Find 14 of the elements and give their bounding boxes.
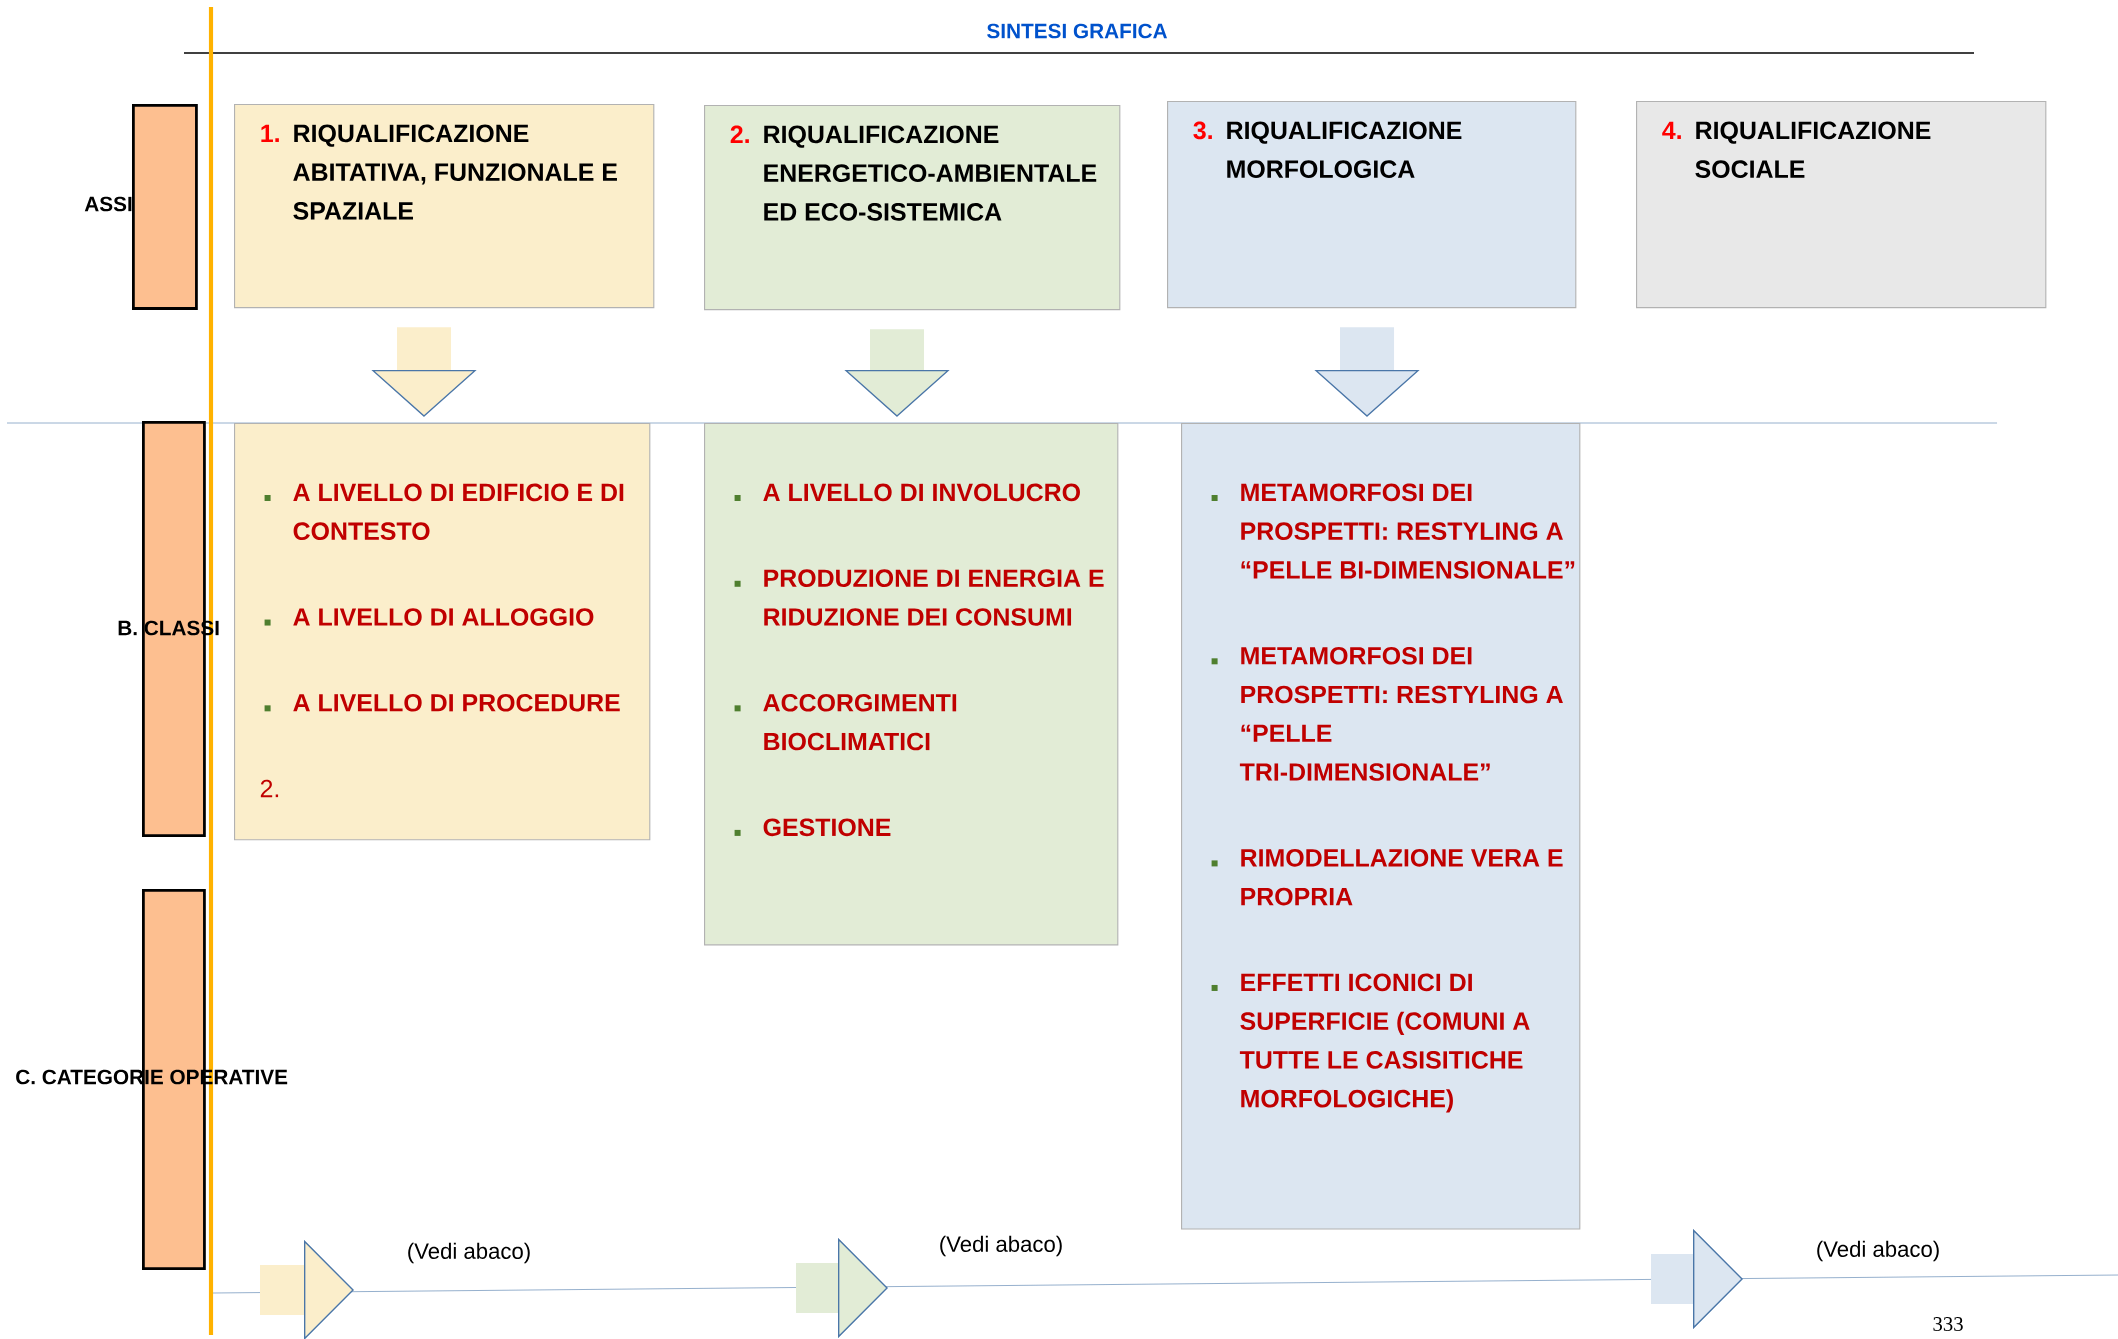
class-box: METAMORFOSI DEI PROSPETTI: RESTYLING A “PELLE BI-DIMENSIONALE” METAMORFOSI DEI PROSPETTI: RESTYLING A “PELLE TRI-DIMENSIONALE” RIMODELLAZIONE VERA E PROPRIA EFFETTI ICONICI DI SUPERFICIE (COMUNI A TUTTE LE CASISITICHE MORFOLOGICHE) <box>1181 423 1581 1230</box>
category-box: 4. RIQUALIFICAZIONE SOCIALE <box>1636 101 2047 309</box>
row-label: ASSI <box>84 196 132 212</box>
category-box: 3. RIQUALIFICAZIONE MORFOLOGICA <box>1167 101 1577 309</box>
side-bar <box>132 104 198 310</box>
class-box: A LIVELLO DI INVOLUCRO PRODUZIONE DI ENERGIA E RIDUZIONE DEI CONSUMI ACCORGIMENTI BIOCLIMATICI GESTIONE <box>704 423 1119 946</box>
title: SINTESI GRAFICA <box>987 23 1167 39</box>
category-box: 1. RIQUALIFICAZIONE ABITATIVA, FUNZIONALE E SPAZIALE <box>234 104 655 309</box>
page-number: 333 <box>1933 1317 1963 1331</box>
note-text: (Vedi abaco) <box>940 1235 1062 1257</box>
note-text: (Vedi abaco) <box>1817 1240 1939 1262</box>
class-box: A LIVELLO DI EDIFICIO E DI CONTESTO A LIVELLO DI ALLOGGIO A LIVELLO DI PROCEDURE 2. <box>234 423 651 841</box>
note-text: (Vedi abaco) <box>408 1242 530 1264</box>
category-box: 2. RIQUALIFICAZIONE ENERGETICO-AMBIENTALE ED ECO-SISTEMICA <box>704 105 1121 311</box>
